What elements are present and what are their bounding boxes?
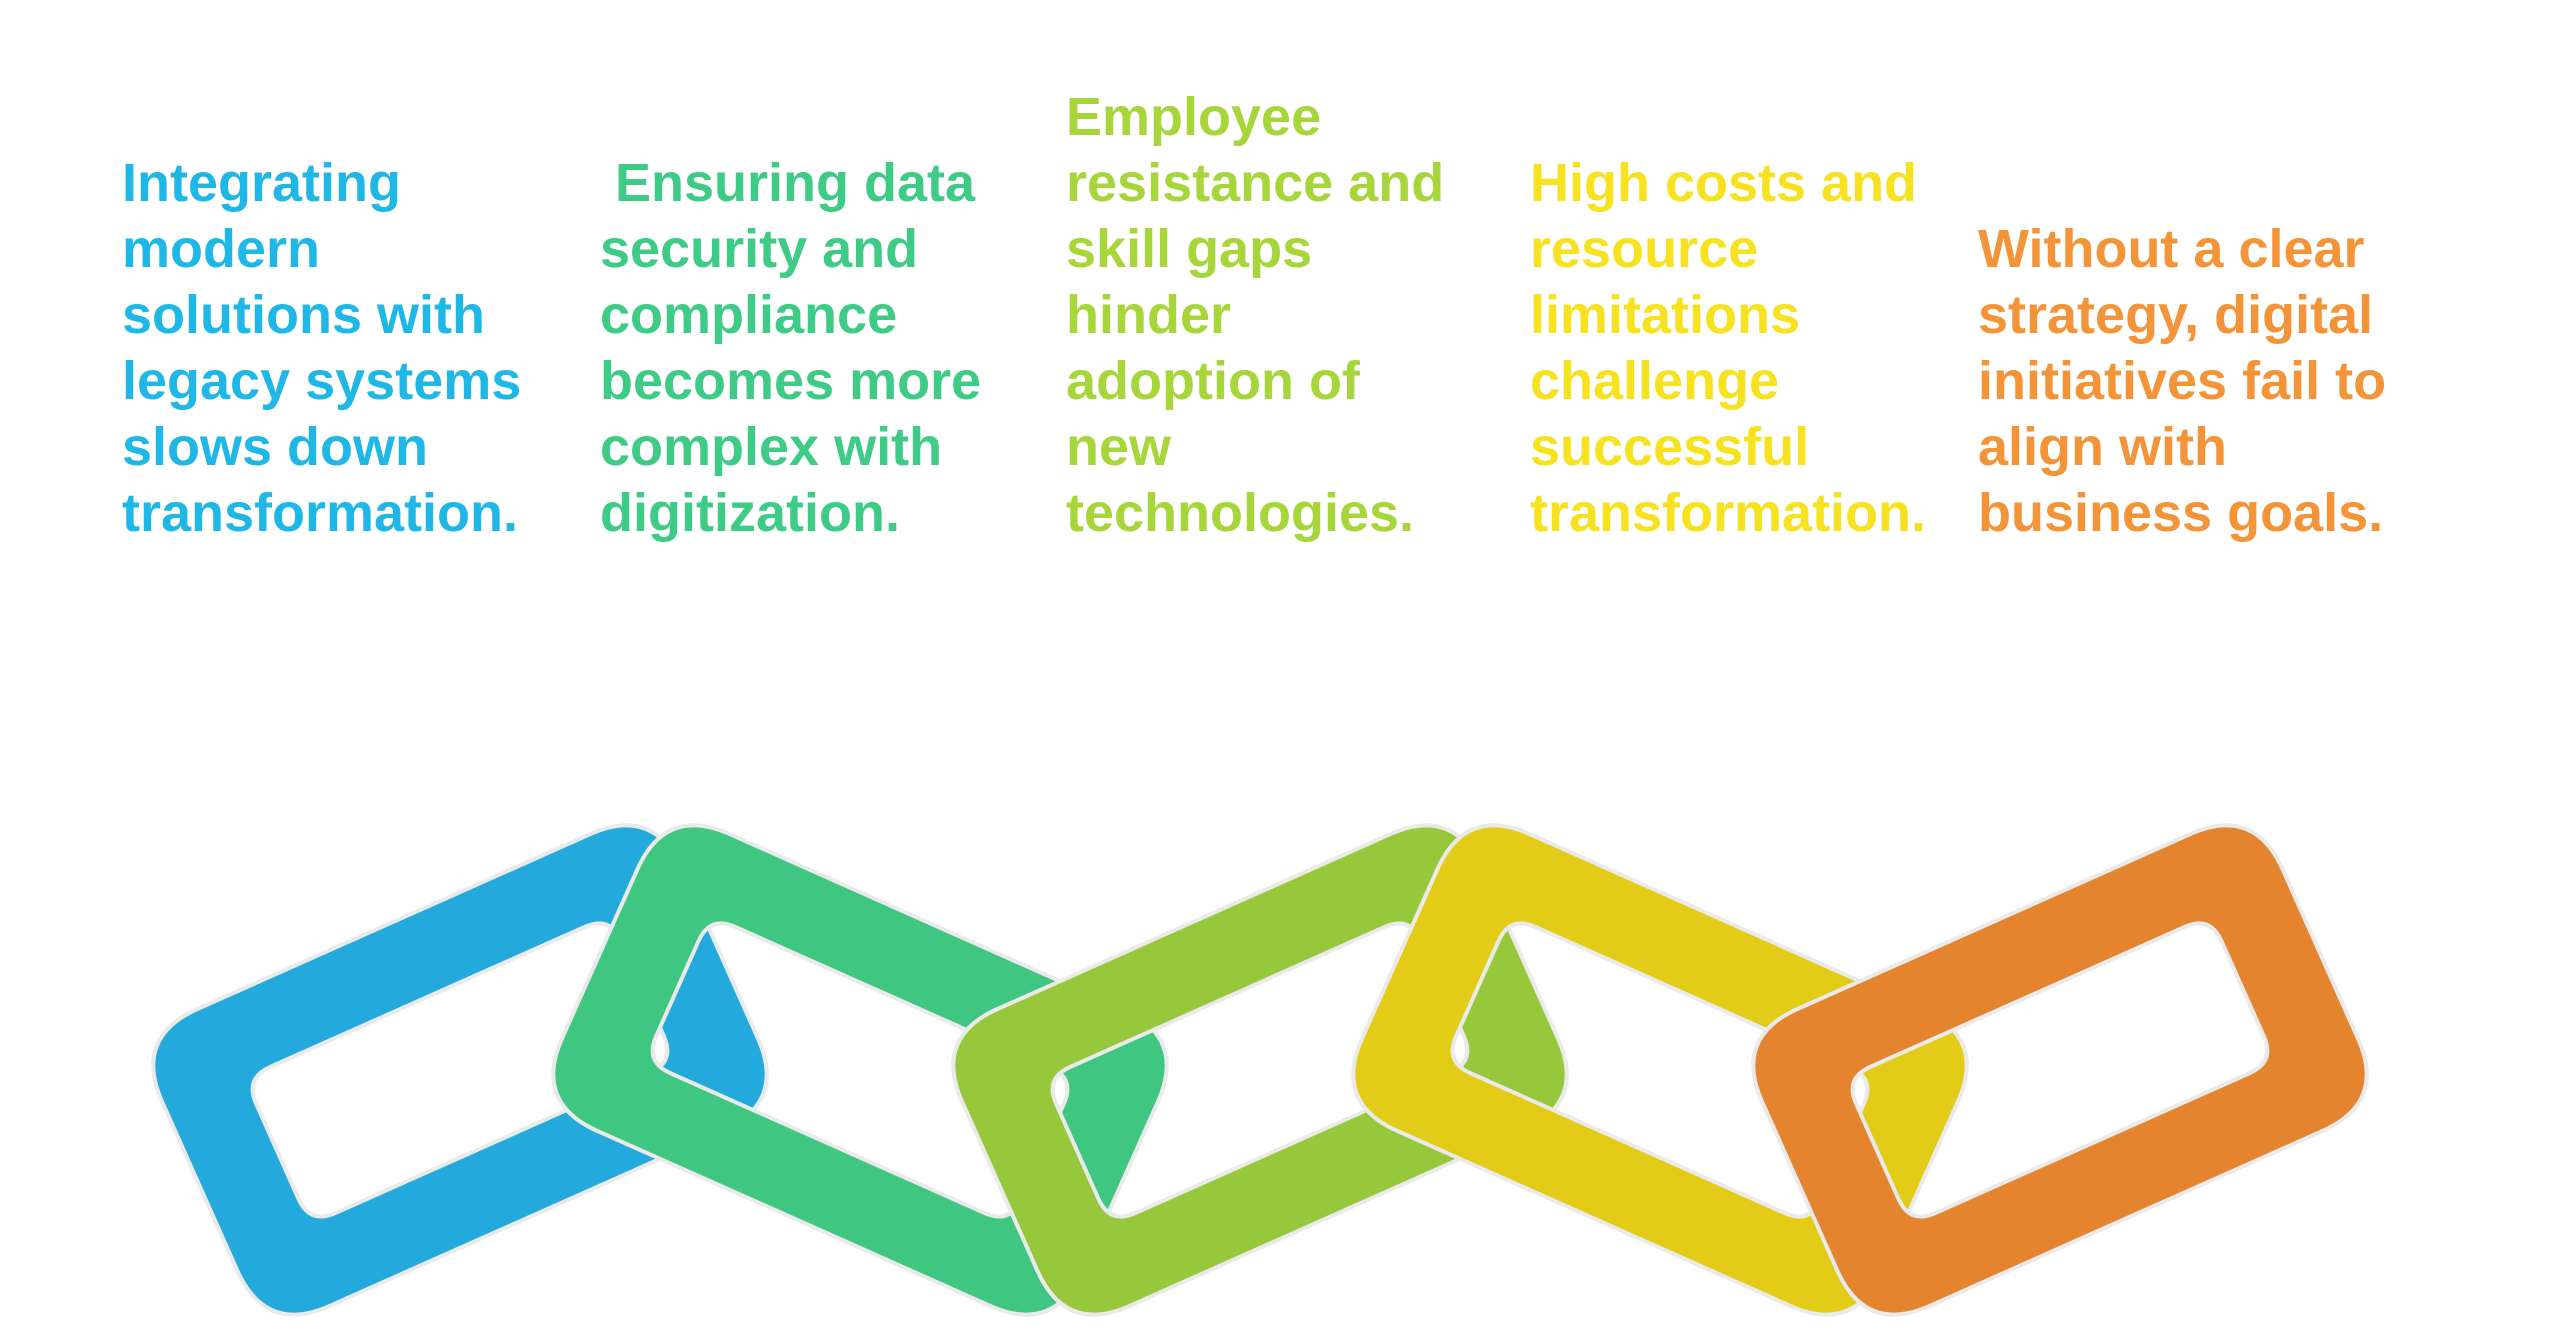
caption-line: strategy, digital	[1978, 285, 2374, 345]
caption-line: align with	[1978, 417, 2227, 477]
caption-line: limitations	[1530, 285, 1801, 345]
caption-line: modern	[122, 219, 321, 279]
caption-line: hinder	[1066, 285, 1232, 345]
caption-line: solutions with	[122, 285, 485, 345]
caption-line: Ensuring data	[600, 153, 976, 213]
caption-line: resource	[1530, 219, 1759, 279]
caption-line: challenge	[1530, 351, 1780, 411]
chain-link-2	[551, 823, 1169, 1317]
caption-line: becomes more	[600, 351, 982, 411]
caption-line: security and	[600, 219, 919, 279]
caption-line: legacy systems	[122, 351, 522, 411]
caption-line: transformation.	[122, 483, 519, 543]
caption-line: slows down	[122, 417, 429, 477]
caption-line: complex with	[600, 417, 943, 477]
chain-link-5	[1751, 823, 2369, 1317]
caption-line: resistance and	[1066, 153, 1445, 213]
caption-line: High costs and	[1530, 153, 1918, 213]
caption-line: Employee	[1066, 87, 1322, 147]
caption-line: Integrating	[122, 153, 401, 213]
chain-link-4	[1351, 823, 1969, 1317]
caption-line: digitization.	[600, 483, 900, 543]
caption-line: new	[1066, 417, 1172, 477]
caption-line: business goals.	[1978, 483, 2384, 543]
caption-line: Without a clear	[1978, 219, 2365, 279]
caption-line: transformation.	[1530, 483, 1927, 543]
caption-line: successful	[1530, 417, 1810, 477]
caption-line: compliance	[600, 285, 898, 345]
caption-line: technologies.	[1066, 483, 1415, 543]
caption-line: skill gaps	[1066, 219, 1313, 279]
caption-line: initiatives fail to	[1978, 351, 2387, 411]
caption-line: adoption of	[1066, 351, 1360, 411]
